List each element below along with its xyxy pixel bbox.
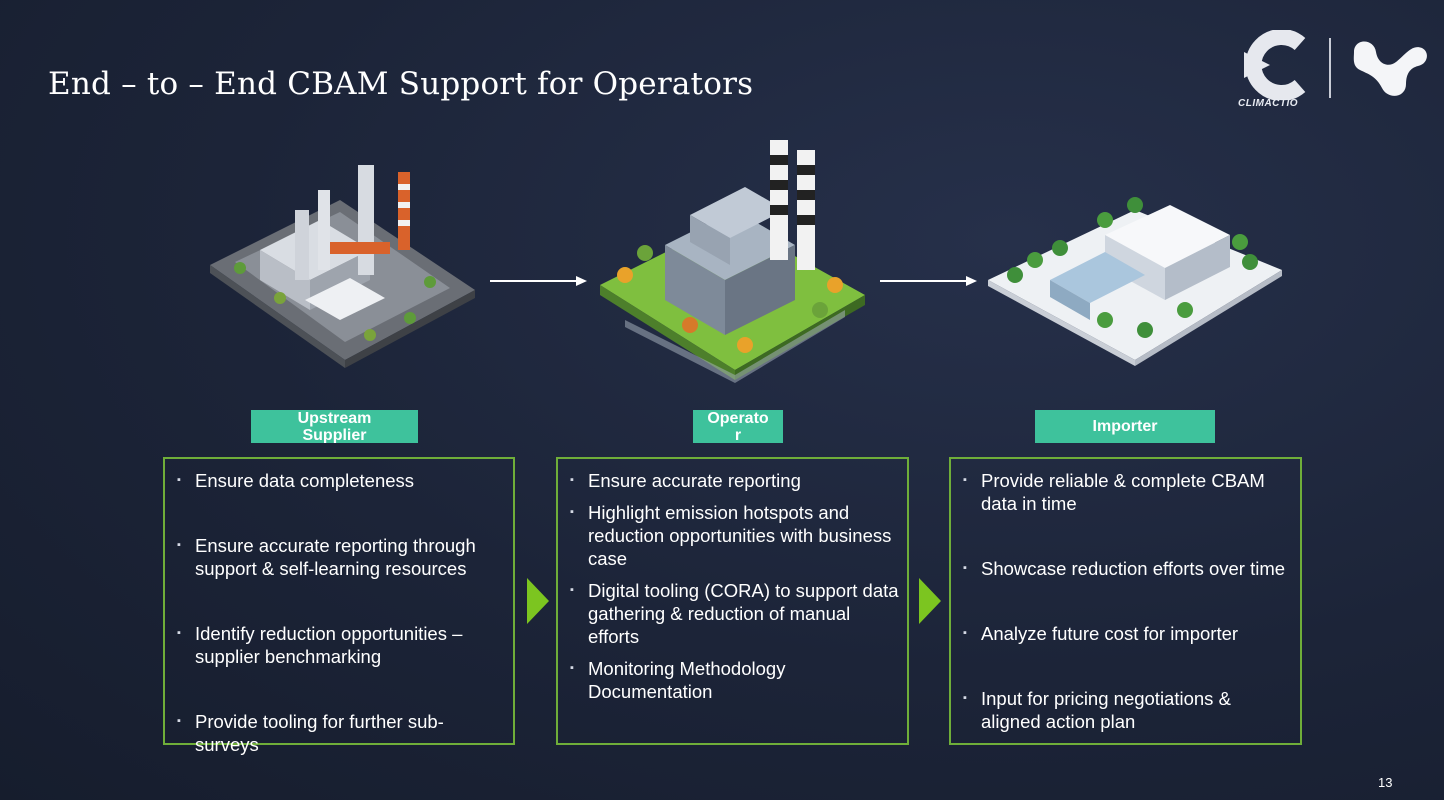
operator-power-plant-illustration bbox=[600, 140, 865, 383]
upstream-supplier-box: Ensure data completeness Ensure accurate… bbox=[163, 457, 515, 755]
upstream-supplier-plant-illustration bbox=[210, 165, 475, 368]
list-item: Provide reliable & complete CBAM data in… bbox=[963, 469, 1292, 515]
operator-box: Ensure accurate reporting Highlight emis… bbox=[556, 457, 909, 745]
label-upstream-supplier: Upstream Supplier bbox=[251, 410, 418, 443]
label-importer: Importer bbox=[1035, 410, 1215, 443]
list-item: Monitoring Methodology Documentation bbox=[570, 657, 899, 703]
list-item: Ensure accurate reporting through suppor… bbox=[177, 534, 505, 580]
page-number: 13 bbox=[1378, 775, 1393, 790]
climactio-logo-text: CLIMACTIO bbox=[1238, 98, 1299, 109]
logo-divider bbox=[1329, 38, 1331, 98]
logo-area: CLIMACTIO bbox=[1230, 30, 1430, 112]
chevron-right-icon bbox=[919, 578, 941, 624]
list-item: Provide tooling for further sub-surveys bbox=[177, 710, 505, 756]
flow-arrow-2-icon bbox=[880, 276, 977, 286]
label-operator: Operato r bbox=[693, 410, 783, 443]
list-item: Input for pricing negotiations & aligned… bbox=[963, 687, 1292, 733]
importer-box: Provide reliable & complete CBAM data in… bbox=[949, 457, 1302, 745]
operator-list: Ensure accurate reporting Highlight emis… bbox=[570, 469, 899, 703]
list-item: Identify reduction opportunities – suppl… bbox=[177, 622, 505, 668]
partner-logo-icon bbox=[1353, 41, 1427, 96]
list-item: Showcase reduction efforts over time bbox=[963, 557, 1292, 580]
importer-warehouse-illustration bbox=[988, 197, 1282, 366]
importer-list: Provide reliable & complete CBAM data in… bbox=[963, 469, 1292, 733]
list-item: Ensure data completeness bbox=[177, 469, 505, 492]
flow-arrow-1-icon bbox=[490, 276, 587, 286]
upstream-supplier-list: Ensure data completeness Ensure accurate… bbox=[177, 469, 505, 756]
list-item: Highlight emission hotspots and reductio… bbox=[570, 501, 899, 570]
list-item: Digital tooling (CORA) to support data g… bbox=[570, 579, 899, 648]
climactio-logo-icon bbox=[1244, 30, 1306, 100]
list-item: Ensure accurate reporting bbox=[570, 469, 899, 492]
chevron-right-icon bbox=[527, 578, 549, 624]
slide-title: End – to – End CBAM Support for Operator… bbox=[48, 66, 754, 102]
list-item: Analyze future cost for importer bbox=[963, 622, 1292, 645]
